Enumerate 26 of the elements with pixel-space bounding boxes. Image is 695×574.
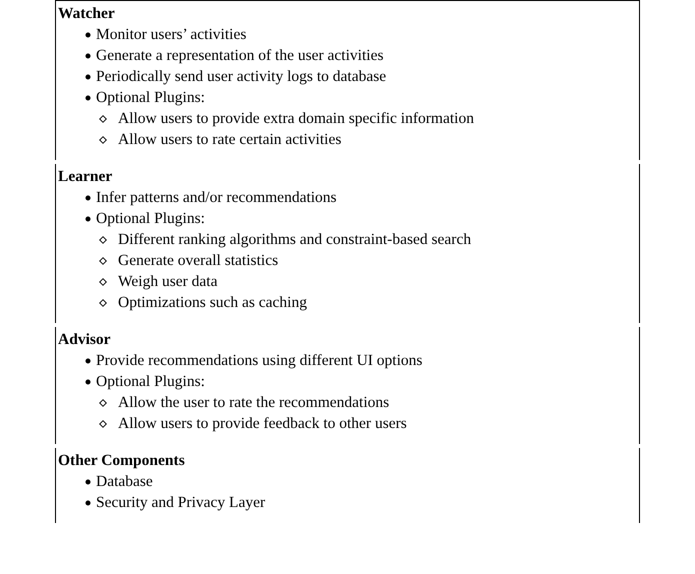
- sub-bullet-item: Generate overall statistics: [118, 251, 278, 271]
- bullet-item: Monitor users’ activities: [96, 25, 246, 45]
- bullet-item: Optional Plugins:: [96, 88, 205, 108]
- sub-bullet-item: Weigh user data: [118, 272, 218, 292]
- section-heading: Advisor: [58, 330, 111, 350]
- sub-bullet-item: Allow users to provide extra domain specific information: [118, 109, 474, 129]
- component-section: [55, 1, 640, 160]
- sub-bullet-item: Optimizations such as caching: [118, 293, 307, 313]
- component-section: [55, 327, 640, 444]
- component-section: [55, 448, 640, 523]
- sub-bullet-item: Allow users to provide feedback to other users: [118, 414, 407, 434]
- bullet-item: Optional Plugins:: [96, 372, 205, 392]
- section-heading: Learner: [58, 167, 112, 187]
- component-section: [55, 164, 640, 323]
- section-heading: Other Components: [58, 451, 185, 471]
- sub-bullet-item: Different ranking algorithms and constraint-based search: [118, 230, 472, 250]
- bullet-item: Periodically send user activity logs to database: [96, 67, 386, 87]
- section-heading: Watcher: [58, 4, 115, 24]
- bullet-item: Optional Plugins:: [96, 209, 205, 229]
- bullet-item: Provide recommendations using different UI options: [96, 351, 422, 371]
- sub-bullet-item: Allow the user to rate the recommendations: [118, 393, 390, 413]
- bullet-item: Database: [96, 472, 153, 492]
- bullet-item: Security and Privacy Layer: [96, 493, 266, 513]
- sub-bullet-item: Allow users to rate certain activities: [118, 130, 342, 150]
- bullet-item: Generate a representation of the user activities: [96, 46, 384, 66]
- bullet-item: Infer patterns and/or recommendations: [96, 188, 337, 208]
